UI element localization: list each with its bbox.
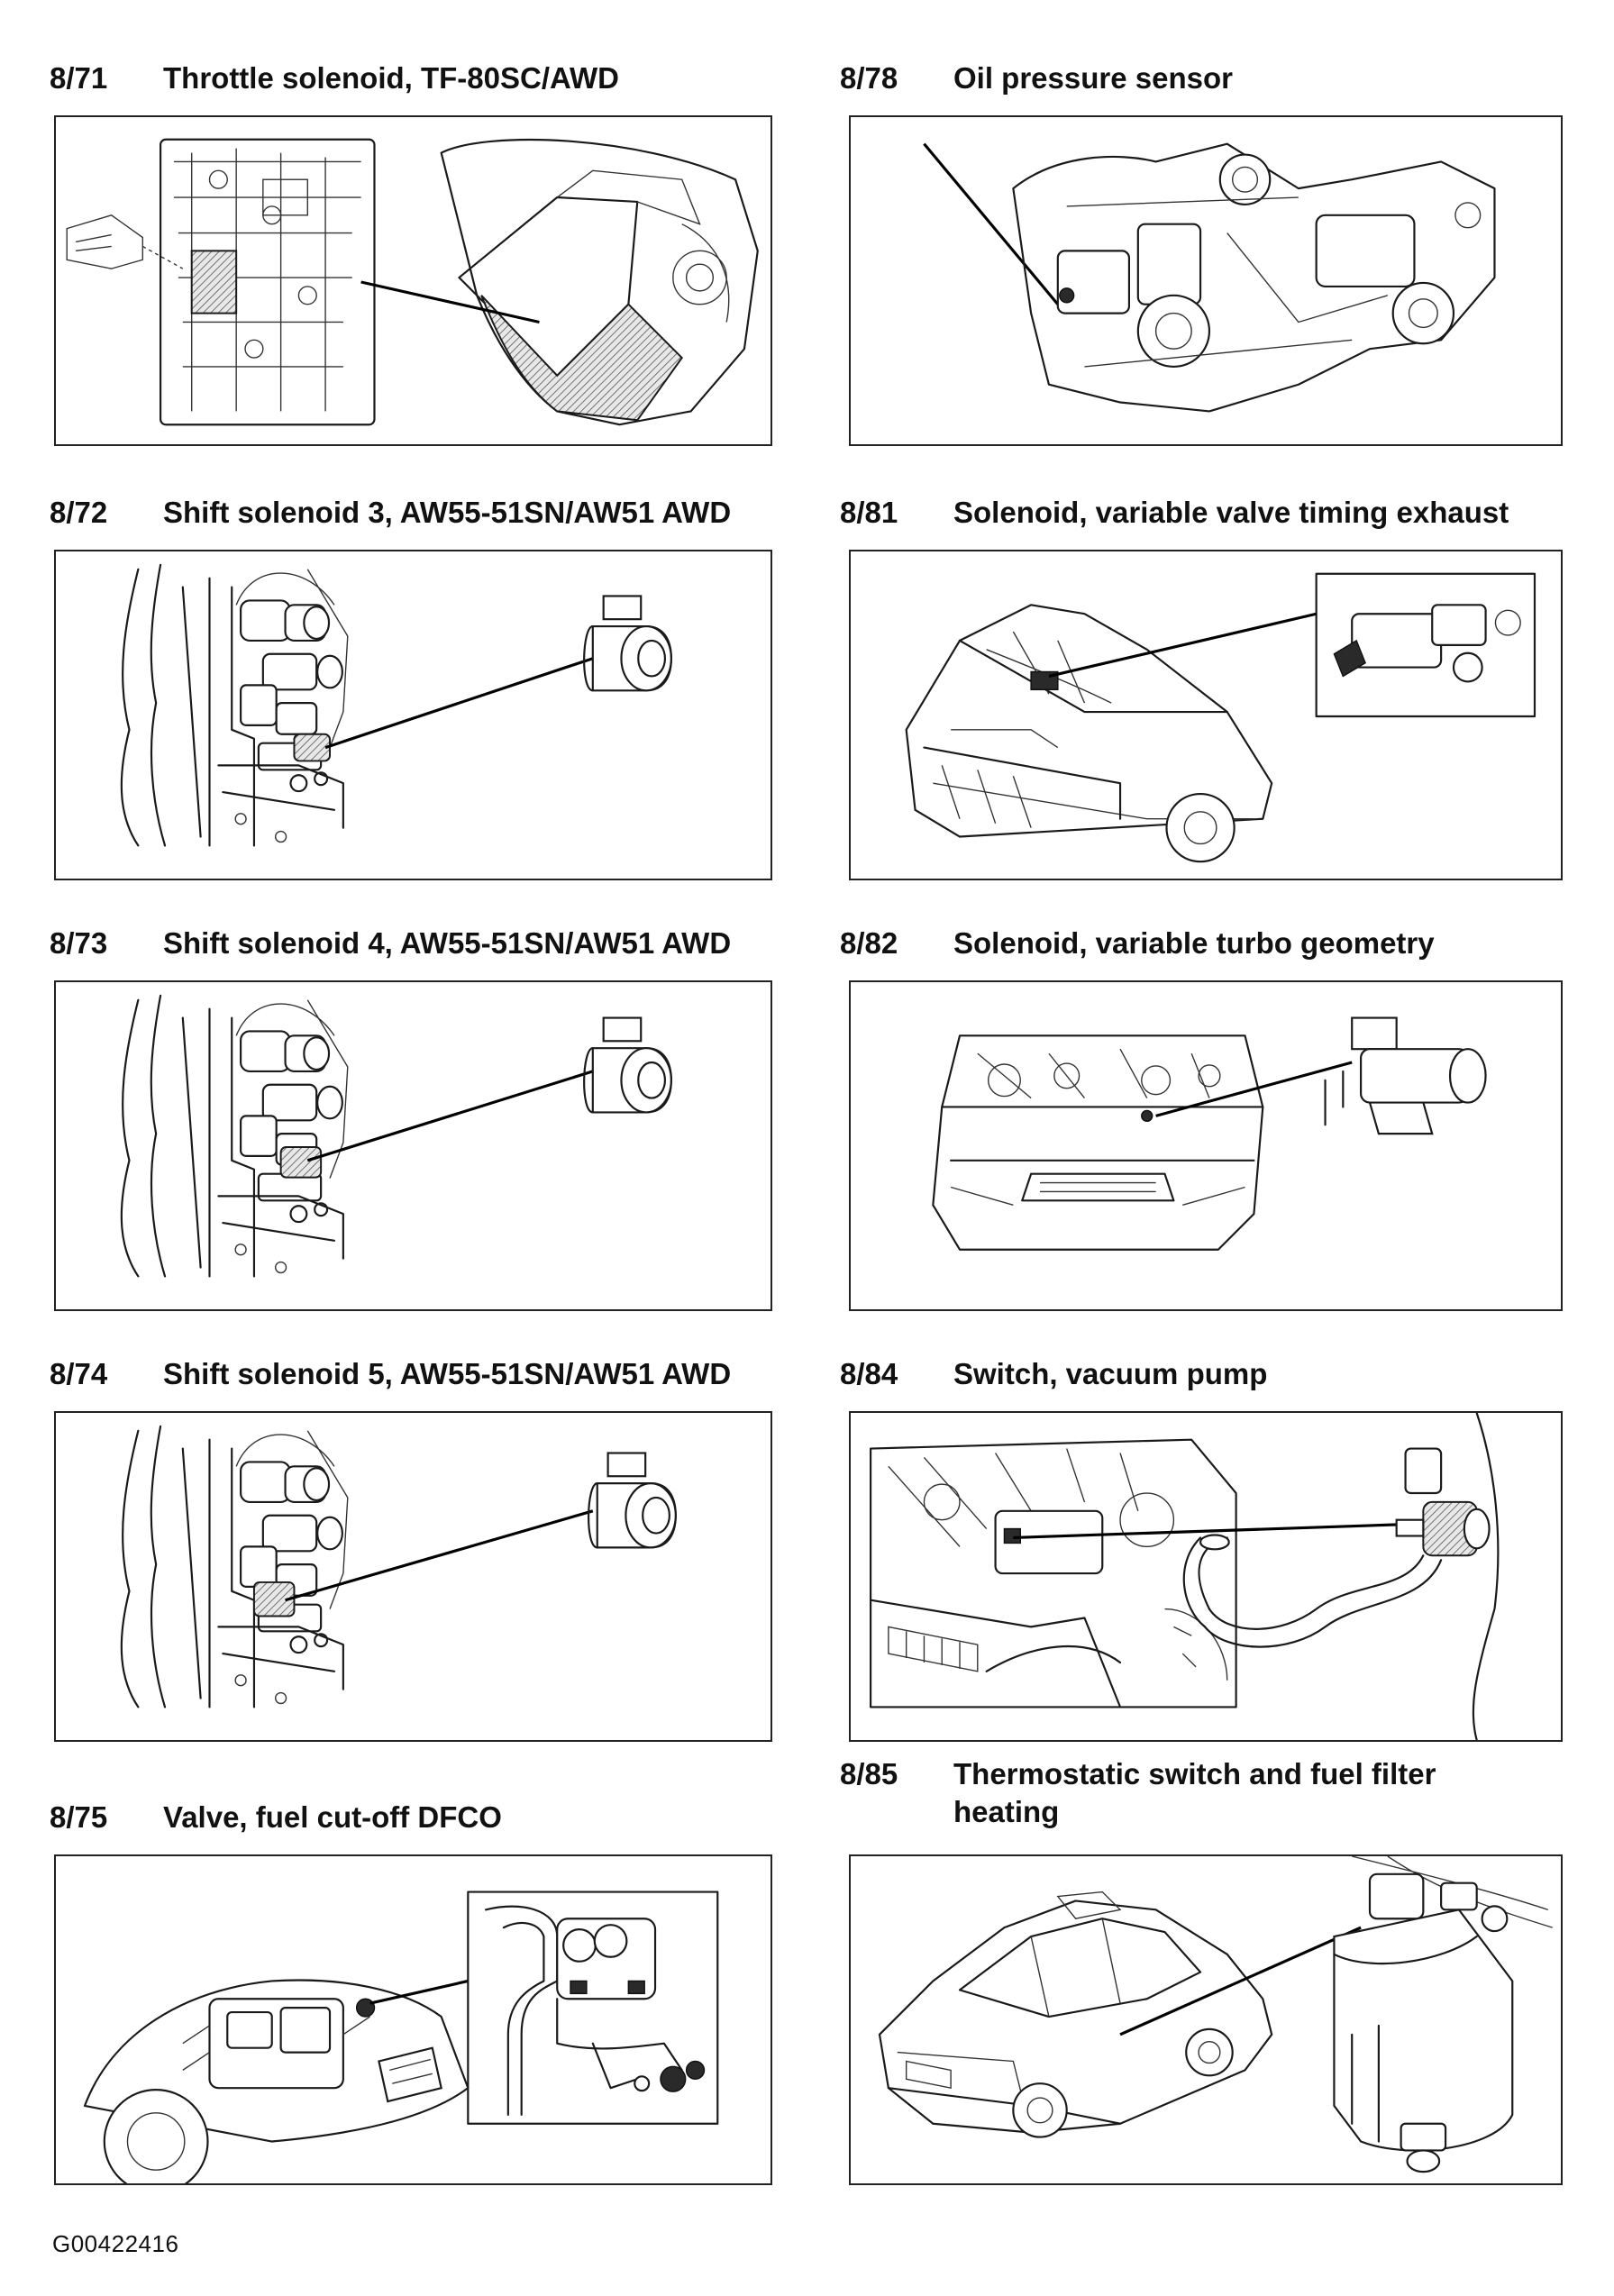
panel-title: Oil pressure sensor <box>953 61 1233 95</box>
panel-title: Solenoid, variable turbo geometry <box>953 926 1435 960</box>
vvt-exhaust-solenoid-illustration <box>849 550 1563 880</box>
shift-solenoid-3-illustration <box>54 550 772 880</box>
panel-title: Shift solenoid 3, AW55-51SN/AW51 AWD <box>163 496 732 529</box>
panel-number: 8/75 <box>50 1800 108 1834</box>
panel-title: Shift solenoid 4, AW55-51SN/AW51 AWD <box>163 926 732 960</box>
panel-title: Shift solenoid 5, AW55-51SN/AW51 AWD <box>163 1357 732 1390</box>
vacuum-pump-switch-illustration <box>849 1411 1563 1742</box>
panel-title: Thermostatic switch and fuel filter heat… <box>953 1757 1436 1828</box>
panel-number: 8/81 <box>840 496 898 529</box>
panel-number: 8/72 <box>50 496 108 529</box>
panel-number: 8/73 <box>50 926 108 960</box>
panel-number: 8/84 <box>840 1357 898 1390</box>
panel-title: Solenoid, variable valve timing exhaust <box>953 496 1509 529</box>
shift-solenoid-4-illustration <box>54 980 772 1311</box>
panel-number: 8/74 <box>50 1357 108 1390</box>
fuel-cutoff-valve-illustration <box>54 1854 772 2185</box>
panel-title: Valve, fuel cut-off DFCO <box>163 1800 502 1834</box>
turbo-geometry-solenoid-illustration <box>849 980 1563 1311</box>
panel-number: 8/85 <box>840 1757 898 1790</box>
panel-number: 8/71 <box>50 61 108 95</box>
panel-number: 8/82 <box>840 926 898 960</box>
figure-reference-code: G00422416 <box>52 2230 179 2257</box>
throttle-solenoid-illustration <box>54 115 772 446</box>
panel-title: Throttle solenoid, TF-80SC/AWD <box>163 61 620 95</box>
fuel-filter-heating-illustration <box>849 1854 1563 2185</box>
panel-number: 8/78 <box>840 61 898 95</box>
panel-title: Switch, vacuum pump <box>953 1357 1268 1390</box>
oil-pressure-sensor-illustration <box>849 115 1563 446</box>
shift-solenoid-5-illustration <box>54 1411 772 1742</box>
